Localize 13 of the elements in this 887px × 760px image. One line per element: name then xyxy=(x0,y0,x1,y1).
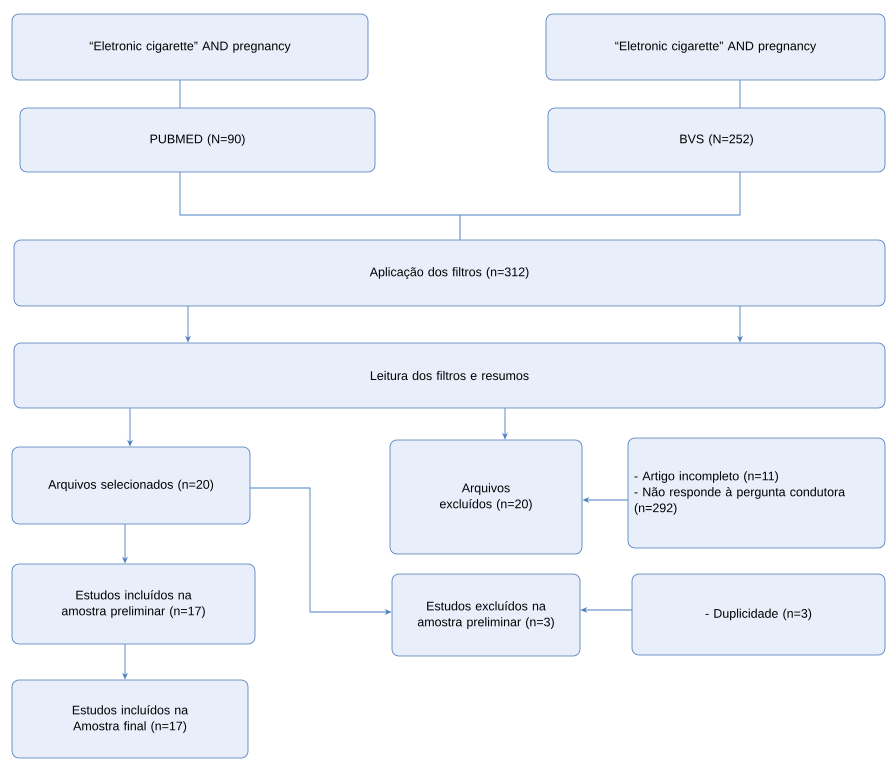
process-box: - Artigo incompleto (n=11) - Não responde à pergunta condutora (n=292) xyxy=(628,438,886,548)
process-box: “Eletronic cigarette” AND pregnancy xyxy=(12,14,368,80)
process-box: “Eletronic cigarette” AND pregnancy xyxy=(546,14,886,80)
process-box: Arquivos selecionados (n=20) xyxy=(12,446,250,524)
process-box: Arquivos excluídos (n=20) xyxy=(390,440,582,554)
process-box: PUBMED (N=90) xyxy=(20,108,376,172)
process-box: Leitura dos filtros e resumos xyxy=(14,342,886,408)
process-box: - Duplicidade (n=3) xyxy=(632,574,886,656)
process-box: Aplicação dos filtros (n=312) xyxy=(14,240,886,306)
process-box: BVS (N=252) xyxy=(548,108,886,172)
process-box: Estudos incluídos na Amostra final (n=17) xyxy=(12,680,248,758)
process-box: Estudos excluídos na amostra preliminar (n=3) xyxy=(392,574,580,656)
process-box: Estudos incluídos na amostra preliminar (n=17) xyxy=(12,564,256,644)
